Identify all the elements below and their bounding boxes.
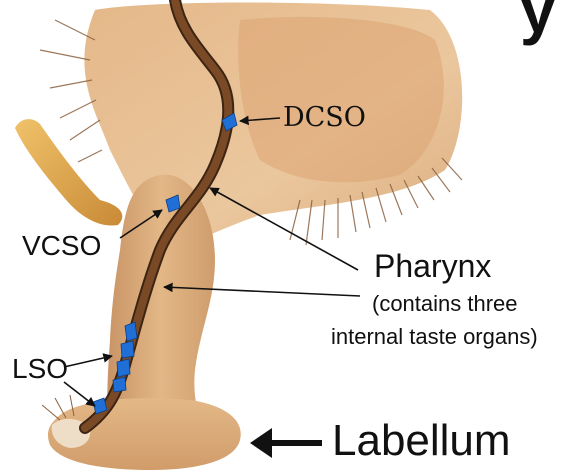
lso-arrow-2 <box>64 382 95 406</box>
head-shadow <box>238 17 444 182</box>
dcso-label: DCSO <box>283 104 366 131</box>
lso-arrow-1 <box>64 356 112 367</box>
pharynx-label: Pharynx <box>374 250 491 282</box>
lso-organ-4 <box>113 377 126 392</box>
title-fragment: y <box>520 0 556 42</box>
lso-organ-3 <box>117 359 130 377</box>
labellum-label: Labellum <box>332 419 511 463</box>
pharynx-note-line1: (contains three <box>372 293 518 315</box>
vcso-label: VCSO <box>22 232 101 260</box>
lso-label: LSO <box>12 355 68 383</box>
labellum-arrow <box>250 428 322 458</box>
pharynx-note-line2: internal taste organs) <box>331 326 538 348</box>
lso-organ-1 <box>125 322 137 341</box>
lso-organ-2 <box>121 341 134 358</box>
